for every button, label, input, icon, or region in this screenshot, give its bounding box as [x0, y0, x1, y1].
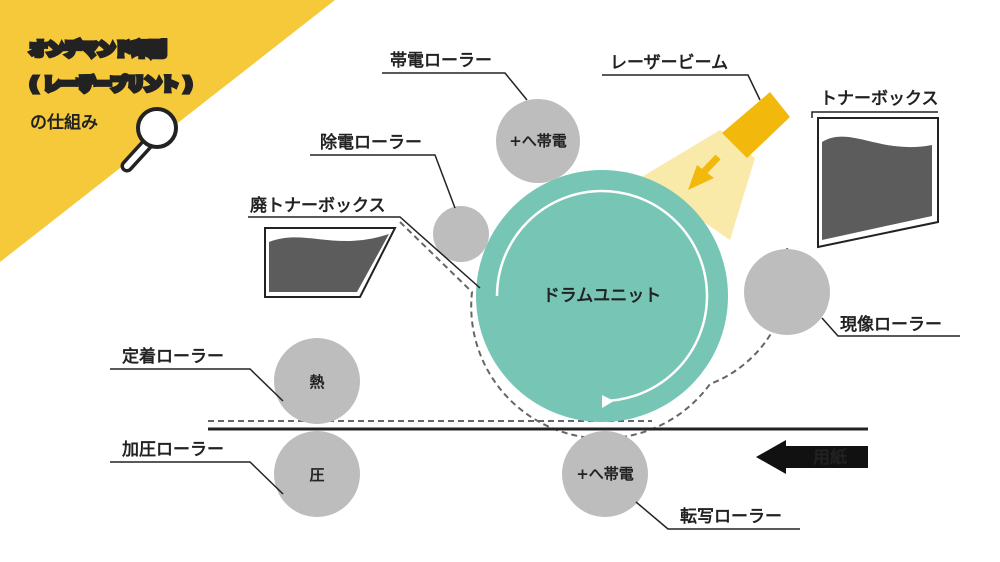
- label-waste-toner-box: 廃トナーボックス: [250, 195, 386, 216]
- developing-roller: [744, 249, 830, 335]
- label-transfer-roller: 転写ローラー: [680, 506, 782, 527]
- fixing-roller: [274, 338, 360, 424]
- label-discharge-roller: 除電ローラー: [320, 132, 422, 153]
- transfer-roller-text: +へ帯電: [576, 465, 634, 483]
- pressure-roller-text: 圧: [309, 466, 324, 484]
- charge-roller: [496, 99, 580, 183]
- drum-unit: [476, 170, 728, 422]
- transfer-roller: [562, 431, 648, 517]
- drum-rotation-arrow: [495, 189, 709, 403]
- label-pressure-roller: 加圧ローラー: [121, 440, 224, 460]
- label-toner-box: トナーボックス: [820, 89, 939, 109]
- title-line-3: の仕組み: [30, 112, 98, 133]
- label-charge-roller: 帯電ローラー: [390, 50, 492, 71]
- pressure-roller: [274, 431, 360, 517]
- laser-emitter: [722, 92, 790, 158]
- paper-arrow-icon: [756, 440, 868, 474]
- drum-unit-label: ドラムユニット: [543, 286, 662, 306]
- drum-rotation-arrowhead: [602, 395, 614, 408]
- waste-toner-box: [264, 227, 397, 298]
- charge-roller-text: +へ帯電: [509, 132, 567, 150]
- discharge-roller: [433, 206, 489, 262]
- toner-box: [817, 117, 939, 249]
- laser-arrow-icon: [688, 154, 721, 190]
- magnifier-icon: [120, 107, 178, 173]
- label-developing-roller: 現像ローラー: [840, 315, 942, 335]
- fixing-roller-text: 熱: [309, 373, 324, 391]
- label-paper: 用紙: [813, 447, 847, 468]
- leader-lines: [110, 72, 960, 530]
- title-line-2: ( レーザープリント ): [30, 74, 192, 95]
- label-laser-beam: レーザービーム: [610, 53, 728, 73]
- title-line-1: オンデマンド印刷: [30, 39, 166, 60]
- label-fixing-roller: 定着ローラー: [122, 346, 224, 367]
